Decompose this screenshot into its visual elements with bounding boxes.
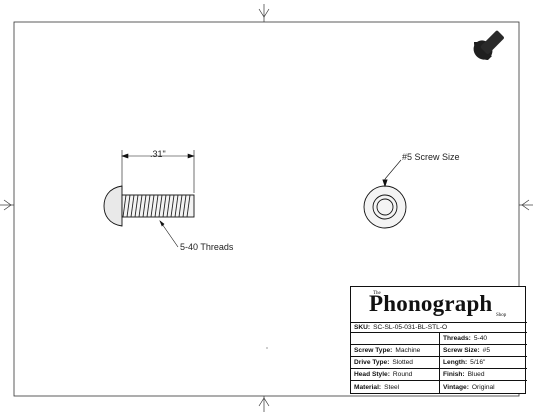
logo-shop: Shop	[496, 313, 507, 318]
material-vintage-row: Material: Steel Vintage: Original	[351, 381, 527, 393]
threads-row: Threads: 5-40	[351, 333, 527, 345]
screw-end-view	[363, 159, 407, 229]
head-style-label: Head Style:	[354, 371, 390, 378]
threads-callout: 5-40 Threads	[180, 242, 234, 252]
logo-name: Phonograph	[369, 291, 493, 316]
vintage-value: Original	[471, 383, 495, 391]
screw-size-callout: #5 Screw Size	[402, 152, 460, 162]
sku-label: SKU:	[354, 323, 371, 331]
sku-row: SKU: SC-SL-05-031-BL-STL-O	[351, 322, 527, 333]
center-dot	[266, 347, 268, 349]
screw-size-value: #5	[482, 347, 490, 354]
drive-type-label: Drive Type:	[354, 359, 390, 366]
title-block: The Phonograph Shop SKU: SC-SL-05-031-BL…	[350, 286, 527, 394]
screw-thumbnail-icon	[473, 30, 504, 60]
sku-value: SC-SL-05-031-BL-STL-O	[373, 323, 448, 331]
material-label: Material:	[354, 383, 382, 391]
logo-the: The	[373, 291, 381, 296]
threads-leader	[159, 220, 179, 248]
head-style-value: Round	[392, 371, 413, 378]
length-dimension	[121, 150, 195, 193]
length-label: Length:	[443, 359, 468, 366]
threads-value: 5-40	[473, 335, 488, 342]
material-value: Steel	[384, 383, 400, 391]
shop-logo: The Phonograph Shop	[351, 287, 527, 323]
drive-type-value: Slotted	[392, 359, 413, 366]
head-finish-row: Head Style: Round Finish: Blued	[351, 369, 527, 381]
screw-type-value: Machine	[395, 347, 421, 354]
vintage-label: Vintage:	[443, 383, 469, 391]
sheet-border	[13, 21, 520, 397]
screw-size-label: Screw Size:	[443, 347, 480, 354]
threads-label: Threads:	[443, 335, 471, 342]
screw-side-view	[103, 185, 195, 227]
center-marks	[0, 4, 533, 412]
screw-type-label: Screw Type:	[354, 347, 393, 354]
finish-label: Finish:	[443, 371, 465, 378]
drive-length-row: Drive Type: Slotted Length: 5/16"	[351, 357, 527, 369]
length-value: 5/16"	[470, 359, 486, 366]
type-size-row: Screw Type: Machine Screw Size: #5	[351, 345, 527, 357]
length-dimension-label: .31"	[150, 149, 166, 159]
finish-value: Blued	[467, 371, 485, 378]
